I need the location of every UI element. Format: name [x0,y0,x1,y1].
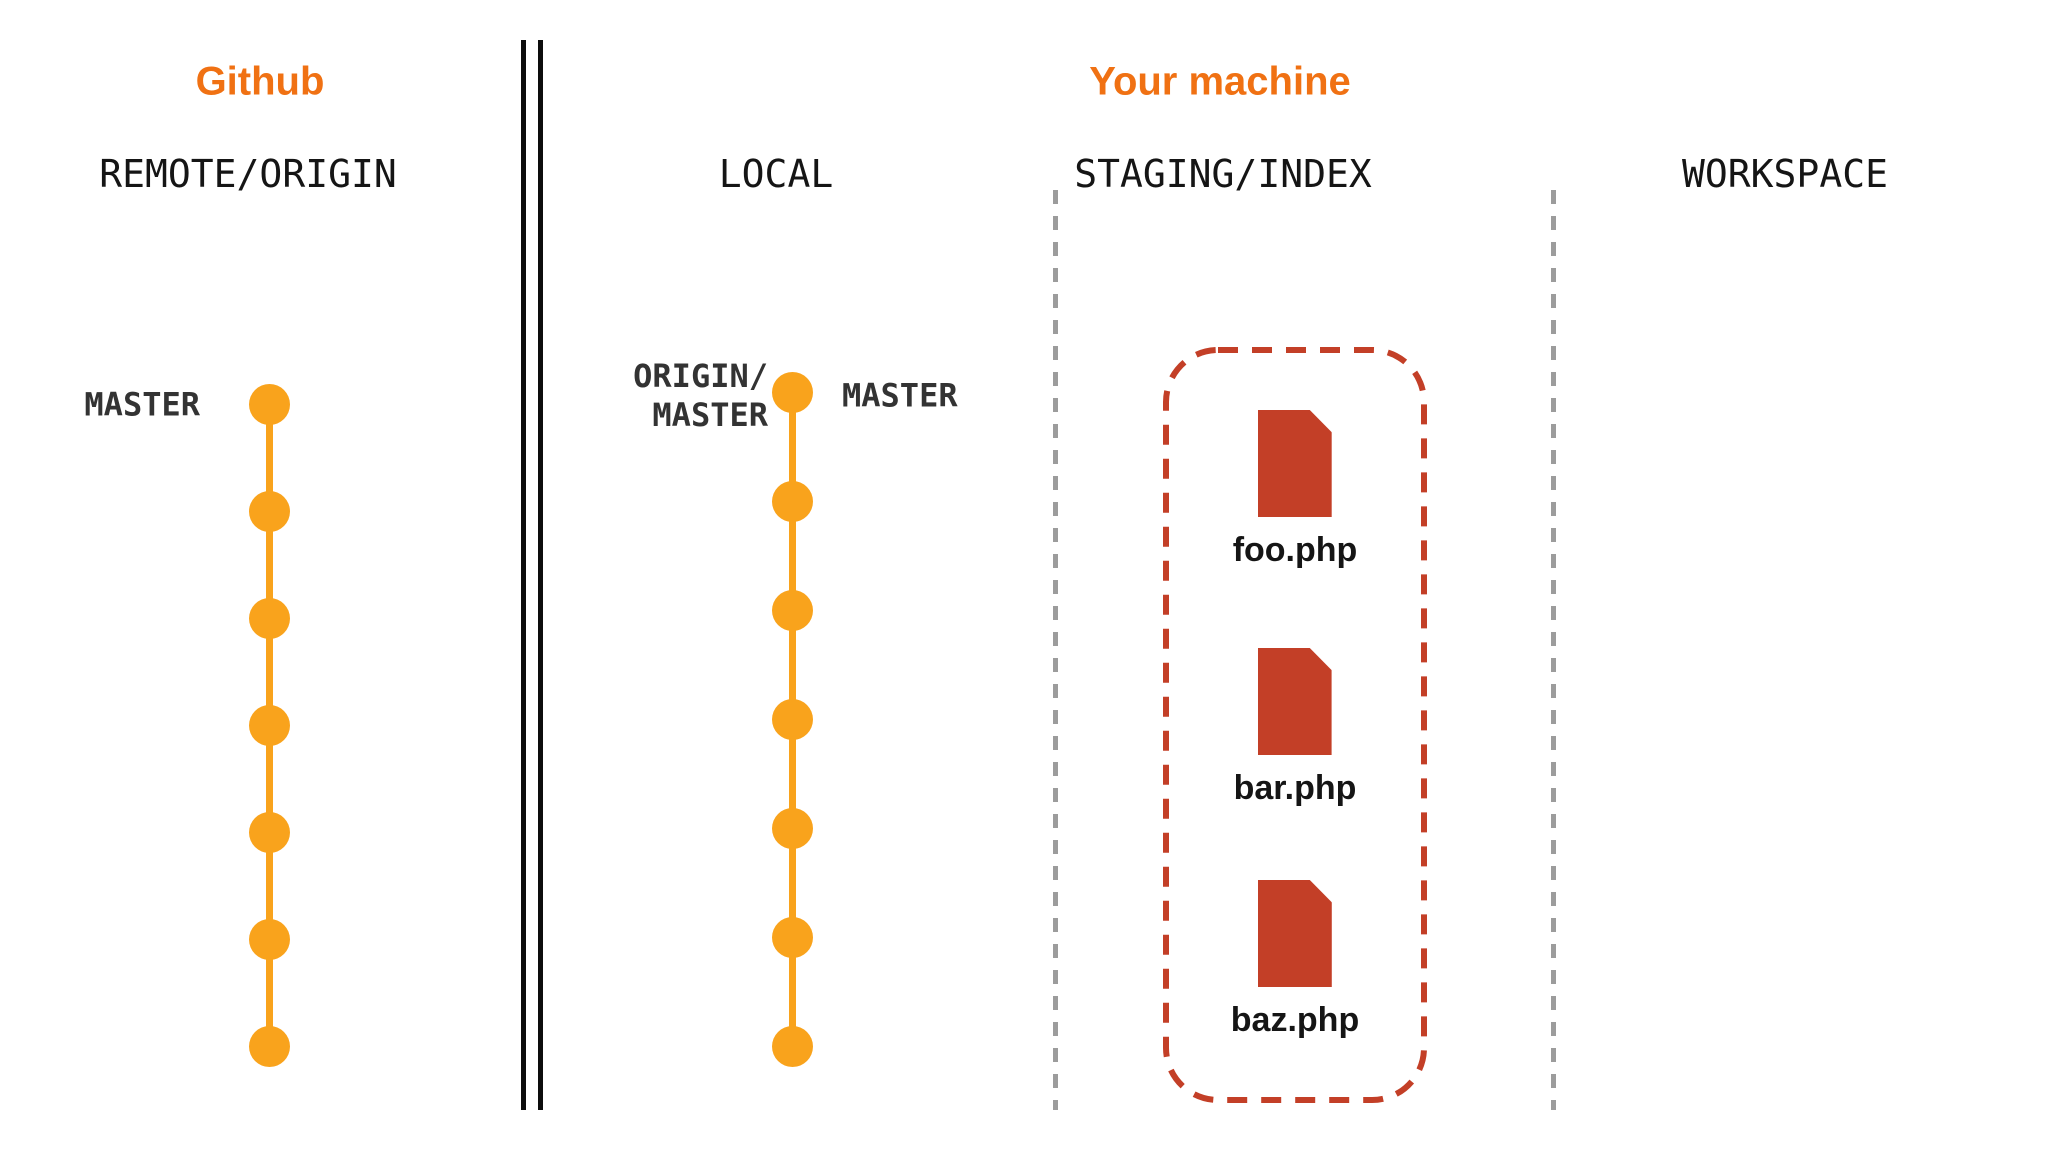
remote-commit-chain [249,384,290,1067]
commit-dot [249,919,290,960]
commit-dot [249,598,290,639]
document-icon [1258,880,1332,987]
commit-dot [772,1026,813,1067]
commit-dot [249,812,290,853]
commit-dot [772,481,813,522]
commit-dot [249,491,290,532]
staged-file-bar: bar.php [1233,648,1357,808]
staged-file-name: bar.php [1233,769,1357,807]
remote-local-divider-line-2 [538,40,543,1110]
remote-origin-header: REMOTE/ORIGIN [99,152,397,196]
document-icon [1258,410,1332,517]
staged-file-baz: baz.php [1231,880,1359,1040]
commit-dot [772,808,813,849]
remote-master-branch-label: MASTER [84,385,200,424]
local-staging-dashed-divider [1053,190,1058,1110]
commit-dot [249,1026,290,1067]
local-commit-chain [772,372,813,1067]
local-origin-master-label-line2: MASTER [652,396,768,434]
staging-index-header: STAGING/INDEX [1074,152,1372,196]
staging-workspace-dashed-divider [1551,190,1556,1110]
remote-local-divider-line-1 [521,40,526,1110]
local-master-branch-label: MASTER [842,376,958,415]
document-icon [1257,648,1332,755]
staged-file-name: foo.php [1232,531,1358,569]
staged-file-foo: foo.php [1232,410,1358,570]
local-origin-master-label-line1: ORIGIN/ [633,357,768,395]
staging-area-container [1163,347,1427,1103]
local-origin-master-label: ORIGIN/ MASTER [633,357,768,435]
your-machine-section-title: Your machine [1089,59,1351,104]
commit-dot [772,699,813,740]
local-header: LOCAL [718,152,834,196]
commit-dot [249,705,290,746]
workspace-header: WORKSPACE [1682,152,1888,196]
commit-dot [772,917,813,958]
staged-file-name: baz.php [1230,1001,1360,1039]
staging-dashed-border [1163,347,1427,1103]
commit-dot [249,384,290,425]
commit-dot [772,590,813,631]
commit-dot [772,372,813,413]
github-section-title: Github [195,59,325,104]
